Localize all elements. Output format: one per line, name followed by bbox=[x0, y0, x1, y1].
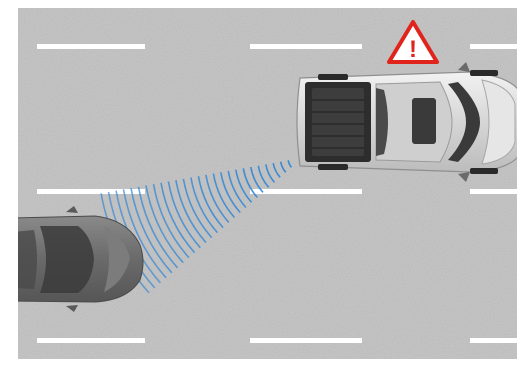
sensor-wave-arc bbox=[279, 161, 287, 173]
sensor-wave-arc bbox=[250, 166, 264, 193]
lane-dash bbox=[37, 189, 145, 194]
lane-dash bbox=[470, 338, 517, 343]
sensor-wave-arc bbox=[265, 164, 276, 183]
sensor-wave-arc bbox=[145, 185, 184, 264]
warning-symbol: ! bbox=[409, 36, 417, 63]
sensor-wave-arc bbox=[242, 168, 258, 198]
sensor-wave-arc bbox=[257, 165, 270, 188]
sunroof bbox=[412, 98, 436, 144]
lane-dash bbox=[470, 189, 517, 194]
sensor-wave-arc bbox=[205, 174, 230, 224]
sensor-wave-arc bbox=[287, 160, 293, 168]
road bbox=[18, 8, 517, 359]
sensor-wave-arc bbox=[220, 172, 241, 214]
sensor-wave-arc bbox=[197, 176, 224, 229]
pickup-truck bbox=[296, 62, 517, 182]
warning-triangle-icon: ! bbox=[387, 20, 439, 64]
sensor-wave-arc bbox=[272, 162, 281, 178]
sensor-wave-arc bbox=[235, 169, 253, 203]
lane-dash bbox=[470, 44, 517, 49]
sensor-wave-arc bbox=[130, 187, 173, 274]
sensor-wave-arc bbox=[152, 183, 190, 259]
sensor-wave-arc bbox=[137, 186, 179, 269]
lane-dash bbox=[37, 338, 145, 343]
lane-dash bbox=[37, 44, 145, 49]
sensor-wave-arc bbox=[227, 170, 247, 209]
sensor-wave-arc bbox=[122, 189, 167, 279]
lane-dash bbox=[250, 189, 362, 194]
lane-dash bbox=[250, 338, 362, 343]
sensor-wave-arc bbox=[190, 177, 219, 234]
sensor-wave-arc bbox=[167, 181, 201, 249]
lane-dash bbox=[250, 44, 362, 49]
sensor-wave-arc bbox=[175, 180, 207, 244]
sensor-wave-arc bbox=[212, 173, 236, 219]
sensor-wave-arc bbox=[160, 182, 196, 254]
lane-markings bbox=[37, 44, 517, 343]
following-car bbox=[18, 206, 144, 312]
sensor-wave-arc bbox=[182, 178, 213, 239]
